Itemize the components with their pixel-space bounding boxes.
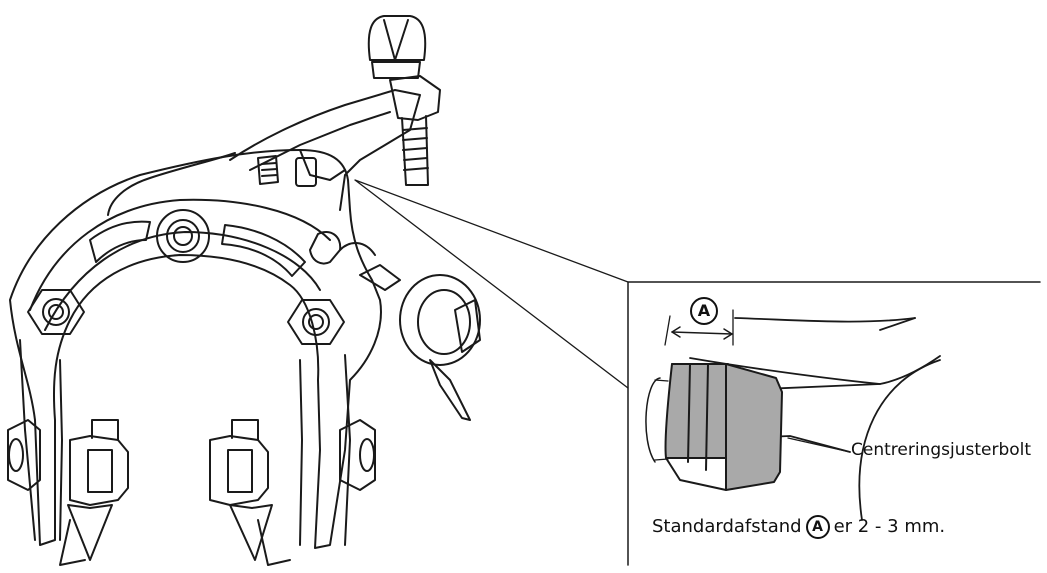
left-nut [27,289,85,335]
caption-prefix: Standardafstand [652,516,802,537]
detail-inset [627,281,1041,566]
brake-cable [107,152,236,216]
quick-release-lever [309,231,481,421]
cable-adjuster [367,15,441,186]
dimension-a-marker: A [690,297,718,325]
bolt-leader-line [787,437,851,453]
left-brake-pad [7,419,129,566]
caliper-inner-arch [29,198,331,311]
dimension-arrow [671,326,733,340]
right-brake-pad [209,419,376,566]
caliper-outer-arch [9,149,382,549]
upper-cable-arm [229,89,421,211]
caption-suffix: er 2 - 3 mm. [833,516,946,537]
right-nut [287,299,345,345]
inset-frame [627,281,1041,566]
centering-adjust-bolt [664,363,783,491]
pivot-nut [156,209,210,263]
brake-caliper [7,15,481,566]
caption-a-marker: A [805,515,830,539]
zoom-callout-lines [354,179,629,389]
centering-bolt-label: Centreringsjusterbolt [851,440,1032,460]
